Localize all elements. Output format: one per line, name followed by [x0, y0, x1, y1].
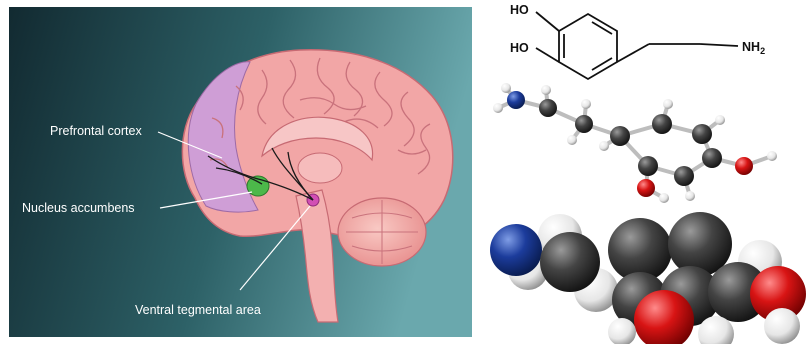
ball-and-stick-model — [493, 83, 777, 203]
nitrogen-atom — [507, 91, 525, 109]
ball-and-stick-bonds — [498, 88, 772, 198]
structural-formula: HO HO NH2 — [510, 3, 765, 79]
formula-bonds — [536, 12, 738, 62]
amine-label: NH2 — [742, 40, 765, 56]
ventral-tegmental-area-label: Ventral tegmental area — [135, 303, 261, 317]
space-filling-model — [490, 212, 806, 344]
carbon-atoms — [539, 99, 722, 186]
prefrontal-cortex-label: Prefrontal cortex — [50, 124, 142, 138]
nucleus-accumbens-label: Nucleus accumbens — [22, 201, 135, 215]
space-fill-nitrogen — [490, 224, 542, 276]
hydrogen-atoms — [493, 83, 777, 203]
dopamine-panel: HO HO NH2 — [490, 3, 806, 344]
amine-subscript: 2 — [760, 46, 765, 56]
benzene-ring — [559, 14, 617, 79]
amine-symbol: NH — [742, 40, 760, 54]
thalamus — [298, 153, 342, 183]
hydroxyl-bottom-label: HO — [510, 41, 529, 55]
hydroxyl-top-label: HO — [510, 3, 529, 17]
brain-panel: Prefrontal cortex Nucleus accumbens Vent… — [9, 7, 472, 337]
